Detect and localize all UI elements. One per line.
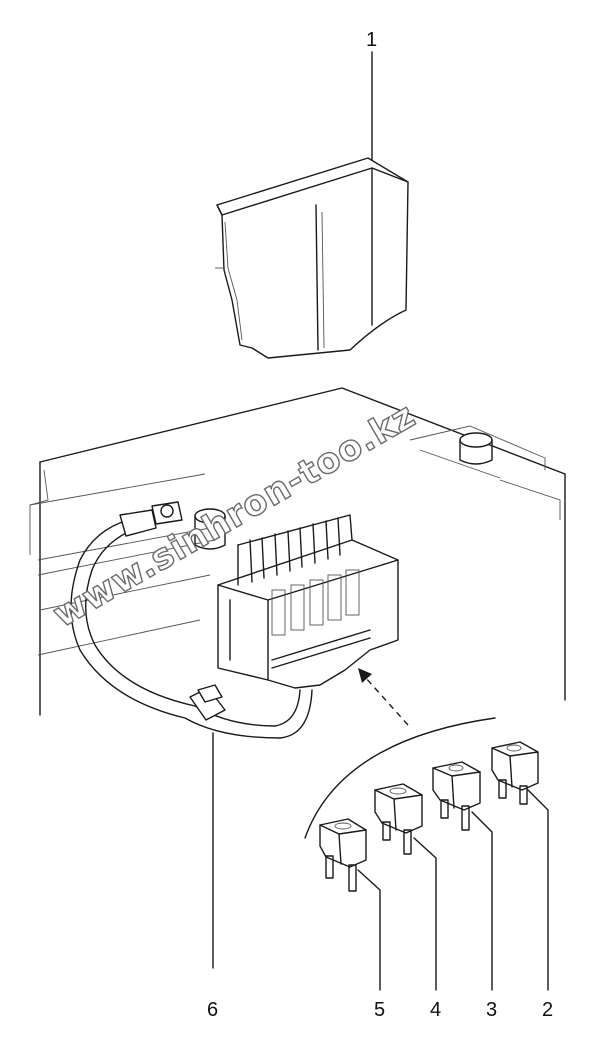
fuse-holder — [217, 514, 399, 689]
fuse-5 — [319, 818, 367, 892]
battery — [29, 387, 566, 716]
leader-line-2 — [527, 789, 549, 991]
callout-3: 3 — [486, 999, 497, 1021]
fuse-2 — [491, 741, 539, 805]
callout-2: 2 — [542, 999, 553, 1021]
leader-line-5 — [357, 869, 381, 991]
callout-1: 1 — [366, 29, 377, 51]
arrowhead-icon — [358, 668, 372, 683]
leader-line-3 — [471, 811, 493, 991]
callout-5: 5 — [374, 999, 385, 1021]
callout-4: 4 — [430, 999, 441, 1021]
assembly-arrow-dashed — [364, 676, 409, 726]
fuse-4 — [374, 783, 423, 855]
fuse-box-cover — [215, 157, 409, 359]
fuse-group-bracket — [304, 717, 496, 839]
fuse-3 — [432, 761, 481, 831]
battery-cable — [70, 501, 313, 739]
leader-line-4 — [413, 837, 437, 991]
callout-6: 6 — [207, 999, 218, 1021]
